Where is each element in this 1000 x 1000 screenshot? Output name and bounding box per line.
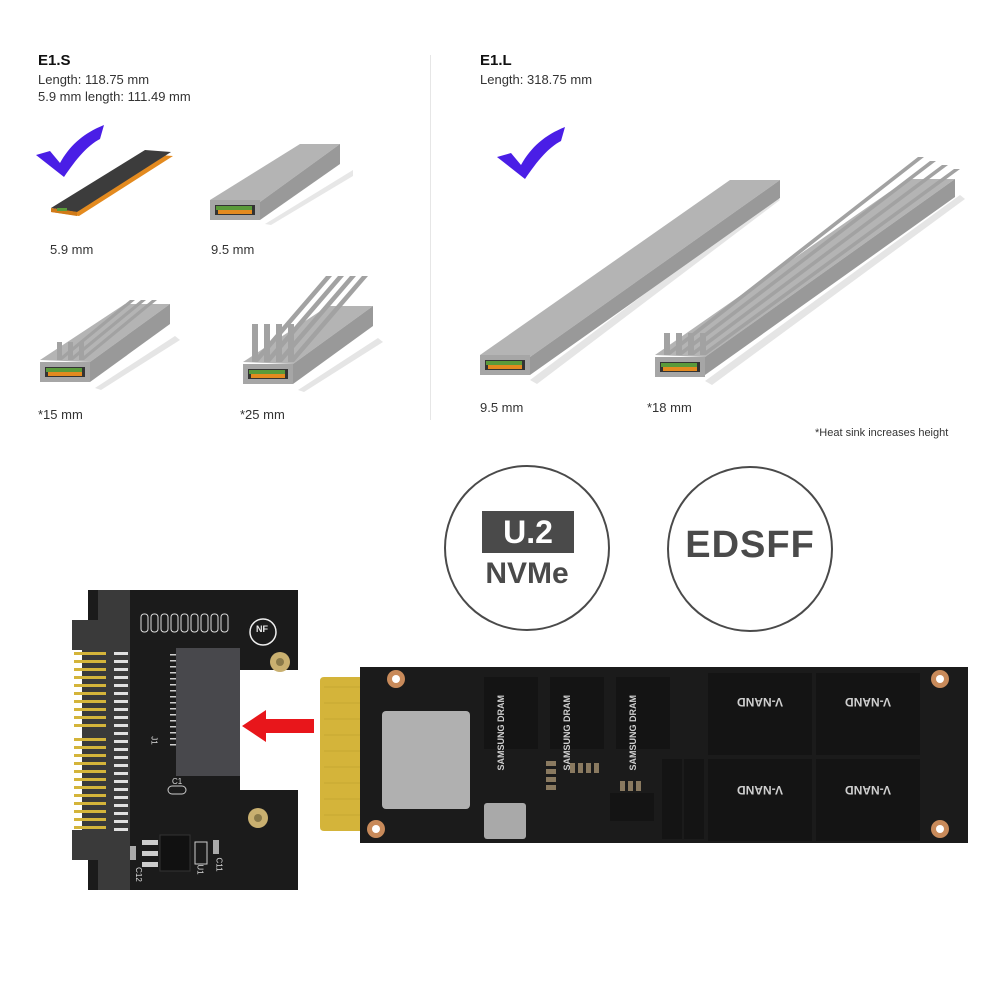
checkmark-icon — [36, 125, 104, 177]
e1s-5.9mm-drive-illustration — [51, 150, 173, 216]
heatsink-footnote: *Heat sink increases height — [815, 427, 949, 439]
e1l-variant-label: *18 mm — [647, 400, 692, 415]
vnand-chip-label: V-NAND — [845, 783, 892, 797]
u1-silkscreen: U1 — [195, 864, 205, 875]
e1s-variant-label: *15 mm — [38, 407, 83, 422]
e1l-18mm-heatsink-illustration — [655, 157, 965, 385]
c11-silkscreen: C11 — [214, 857, 224, 872]
e1s-variant-label: 5.9 mm — [50, 242, 94, 257]
e1s-variant-label: *25 mm — [240, 407, 285, 422]
edsff-badge: EDSFF — [667, 466, 833, 632]
e1l-9.5mm-drive-illustration — [480, 180, 780, 384]
u2-label: U.2 — [482, 511, 574, 553]
c1-silkscreen: C1 — [172, 777, 183, 786]
e1s-9.5mm-drive-illustration — [210, 144, 353, 225]
e1s-variant-label: 9.5 mm — [211, 242, 255, 257]
edsff-label: EDSFF — [685, 524, 815, 566]
vnand-chip-label: V-NAND — [737, 695, 784, 709]
e1s-title: E1.S — [38, 52, 71, 69]
u2-to-e1s-adapter-board — [72, 590, 298, 890]
e1s-length: Length: 118.75 mm — [38, 72, 150, 87]
u2-nvme-badge: U.2 NVMe — [444, 465, 610, 631]
e1l-title: E1.L — [480, 52, 512, 69]
vnand-chip-label: V-NAND — [845, 695, 892, 709]
e1l-length: Length: 318.75 mm — [480, 72, 593, 87]
e1s-25mm-heatsink-illustration — [243, 276, 383, 392]
nf-logo: NF — [256, 624, 268, 634]
e1l-variant-label: 9.5 mm — [480, 400, 524, 415]
e1s-15mm-heatsink-illustration — [40, 300, 180, 390]
j1-silkscreen: J1 — [149, 736, 159, 745]
c12-silkscreen: C12 — [133, 867, 143, 882]
e1s-ssd-board — [320, 667, 968, 843]
insert-direction-arrow-icon — [242, 710, 314, 742]
e1s-59mm-length: 5.9 mm length: 111.49 mm — [38, 89, 191, 104]
dram-chip-label: SAMSUNG DRAM — [496, 695, 506, 771]
nvme-label: NVMe — [485, 557, 569, 590]
checkmark-icon — [497, 127, 565, 179]
section-divider — [430, 55, 431, 420]
dram-chip-label: SAMSUNG DRAM — [628, 695, 638, 771]
dram-chip-label: SAMSUNG DRAM — [562, 695, 572, 771]
vnand-chip-label: V-NAND — [737, 783, 784, 797]
